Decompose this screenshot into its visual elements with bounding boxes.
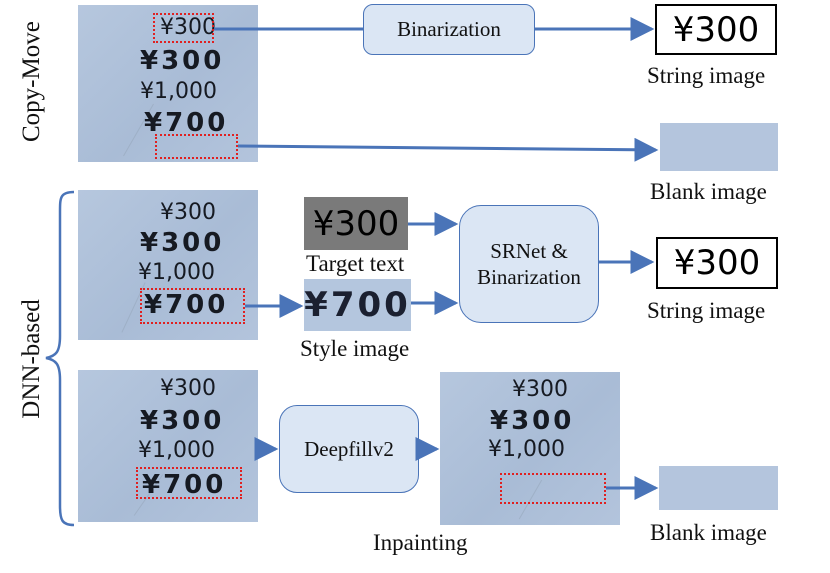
blank-image: [660, 123, 778, 171]
deepfill-box: Deepfillv2: [279, 405, 419, 493]
style-image: ¥700: [304, 279, 411, 331]
blank-image: [659, 466, 778, 510]
selection-box: [155, 134, 238, 159]
photo-line: ¥1,000: [488, 437, 565, 462]
dnn-photo: ¥300 ¥300 ¥1,000 ¥700: [78, 190, 258, 340]
string-image-caption: String image: [647, 298, 766, 323]
blank-image-caption: Blank image: [650, 520, 767, 545]
string-image-caption: String image: [647, 63, 766, 88]
photo-line: ¥700: [144, 290, 229, 320]
binarization-box: Binarization: [363, 4, 535, 55]
inpainting-input-photo: ¥300 ¥300 ¥1,000 ¥700: [78, 370, 258, 522]
photo-line: ¥1,000: [138, 260, 215, 285]
photo-line: ¥300: [140, 46, 225, 76]
selection-box: [136, 467, 242, 499]
photo-line: ¥300: [160, 200, 216, 225]
selection-box: [140, 288, 245, 324]
photo-line: ¥300: [160, 376, 216, 401]
inpainting-output-photo: ¥300 ¥300 ¥1,000: [440, 372, 620, 525]
dnn-brace: [45, 190, 75, 527]
blank-image-caption: Blank image: [650, 179, 767, 204]
style-image-caption: Style image: [300, 336, 410, 361]
arrow: [237, 137, 659, 162]
selection-box: [500, 473, 606, 504]
string-image: ¥300: [655, 4, 777, 55]
photo-line: ¥300: [490, 406, 575, 436]
target-text-image: ¥300: [304, 197, 408, 250]
photo-line: ¥300: [140, 228, 225, 258]
photo-line: ¥1,000: [138, 438, 215, 463]
photo-line: ¥300: [140, 406, 225, 436]
srnet-label-line2: Binarization: [477, 265, 581, 289]
inpainting-caption: Inpainting: [373, 530, 468, 555]
srnet-box: SRNet & Binarization: [459, 205, 599, 323]
srnet-label-line1: SRNet &: [490, 238, 568, 263]
target-text-caption: Target text: [306, 251, 405, 276]
photo-line: ¥700: [142, 470, 227, 500]
photo-line: ¥300: [160, 15, 216, 40]
photo-line: ¥700: [144, 108, 229, 138]
photo-line: ¥1,000: [140, 79, 217, 104]
selection-box: [153, 13, 214, 43]
string-image: ¥300: [656, 237, 778, 289]
photo-line: ¥300: [512, 377, 568, 402]
